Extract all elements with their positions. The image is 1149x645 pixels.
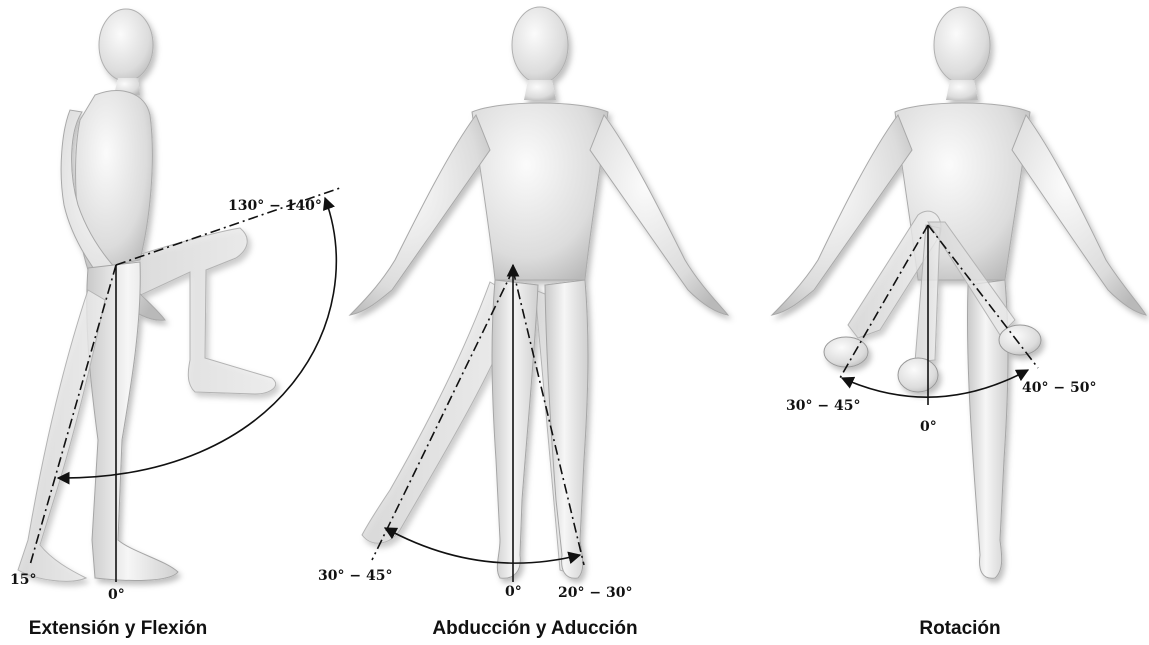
side-figure [18,9,276,581]
zero-label: 0° [108,587,125,603]
flexion-label: 130° − 140° [228,198,322,214]
abduction-axis-line [372,270,513,560]
caption-rotation: Rotación [900,618,1020,640]
zero-label: 0° [920,419,937,435]
panel-rotation: 30° − 45° 40° − 50° 0° [772,7,1146,578]
right-rotation-label: 40° − 50° [1022,380,1096,396]
caption-extension-flexion: Extensión y Flexión [18,618,218,640]
front-figure-2 [350,7,728,578]
extension-label: 15° [10,572,36,588]
panel-extension-flexion: 130° − 140° 15° 0° [10,9,340,603]
panel-abduction-adduction: 30° − 45° 20° − 30° 0° [318,7,728,601]
adduction-label: 20° − 30° [558,585,632,601]
abduction-label: 30° − 45° [318,568,392,584]
caption-abduction-adduction: Abducción y Aducción [420,618,650,640]
zero-label: 0° [505,584,522,600]
left-rotation-label: 30° − 45° [786,398,860,414]
abduction-adduction-arc [385,528,580,563]
front-figure-3 [772,7,1146,578]
